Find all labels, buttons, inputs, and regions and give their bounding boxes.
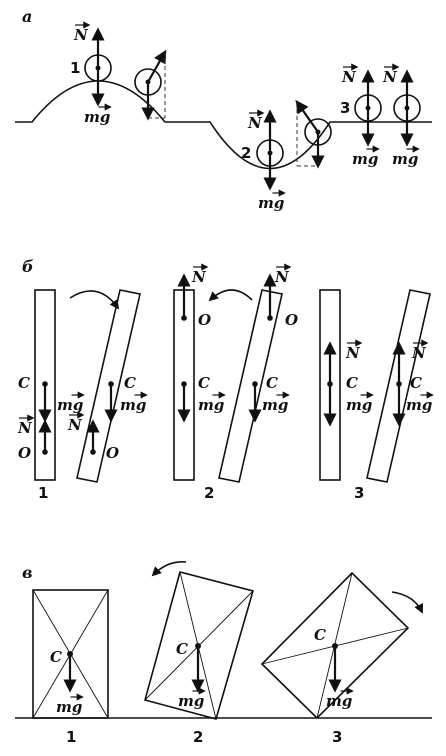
panel-b: б C mg N O C mg N O 1 xyxy=(17,257,434,502)
label-num-2a: 2 xyxy=(241,144,251,162)
label-mg-box2: mg xyxy=(178,692,204,710)
label-num-1a: 1 xyxy=(70,59,80,77)
label-mg-3-left: mg xyxy=(352,150,378,168)
ball-valley-slope xyxy=(295,99,332,169)
label-num-3v: 3 xyxy=(332,728,342,746)
rod-3-vertical xyxy=(319,289,341,481)
section-label-v: в xyxy=(22,563,33,582)
label-O-rod2-tilt: O xyxy=(285,311,298,329)
ball-1-top-of-hill: N mg 1 xyxy=(70,21,112,126)
label-N-rod1: N xyxy=(17,419,33,437)
box-2-tilted: C mg 2 xyxy=(144,560,254,746)
label-num-1v: 1 xyxy=(66,728,76,746)
section-label-b: б xyxy=(22,257,34,276)
label-num-2v: 2 xyxy=(193,728,203,746)
label-mg-rod2-tilt: mg xyxy=(262,396,288,414)
label-N-1: N xyxy=(73,26,89,44)
box-1-upright: C mg 1 xyxy=(32,589,109,746)
rod-1-tilted xyxy=(76,289,141,483)
label-num-3a: 3 xyxy=(340,99,350,117)
balls-3-flat: N mg 3 N mg xyxy=(340,63,421,168)
label-O-rod2: O xyxy=(198,311,211,329)
label-mg-rod1: mg xyxy=(57,396,83,414)
label-C-rod2-tilt: C xyxy=(266,374,278,392)
label-N-2: N xyxy=(247,114,263,132)
label-N-3-right: N xyxy=(382,68,398,86)
panel-a: а N mg 1 N mg xyxy=(15,7,432,212)
ball-2-valley-bottom: N mg 2 xyxy=(241,109,286,212)
panel-v: в C mg 1 C mg 2 xyxy=(15,560,432,746)
label-C-rod3: C xyxy=(346,374,358,392)
rotation-arrow-box3 xyxy=(391,591,424,614)
label-N-rod2-tilt: N xyxy=(274,268,290,286)
label-C-rod1: C xyxy=(18,374,30,392)
label-mg-3-right: mg xyxy=(392,150,418,168)
label-N-rod3: N xyxy=(345,344,361,362)
rod-case-2: N O C mg N O C mg 2 xyxy=(173,263,298,502)
label-C-rod2: C xyxy=(198,374,210,392)
label-C-rod1-tilt: C xyxy=(124,374,136,392)
rotation-arrow-1 xyxy=(69,290,120,310)
label-mg-rod3-tilt: mg xyxy=(406,396,432,414)
label-mg-rod2: mg xyxy=(198,396,224,414)
label-C-box3: C xyxy=(314,626,326,644)
label-num-1b: 1 xyxy=(38,484,48,502)
label-mg-box1: mg xyxy=(56,698,82,716)
ball-hill-slope xyxy=(134,49,167,121)
label-num-3b: 3 xyxy=(354,484,364,502)
label-mg-1: mg xyxy=(84,108,110,126)
section-label-a: а xyxy=(22,7,32,26)
vector-N-slope-valley xyxy=(295,99,319,133)
label-mg-rod1-tilt: mg xyxy=(120,396,146,414)
box-1 xyxy=(32,589,109,719)
rod-3-tilted xyxy=(366,289,431,483)
label-mg-rod3: mg xyxy=(346,396,372,414)
rod-case-3: N C mg N C mg 3 xyxy=(319,289,434,502)
label-O-rod1: O xyxy=(18,444,31,462)
rotation-arrow-box2 xyxy=(151,560,187,577)
label-C-rod3-tilt: C xyxy=(410,374,422,392)
label-N-rod1-tilt: N xyxy=(67,416,83,434)
rod-case-1: C mg N O C mg N O 1 xyxy=(17,289,148,502)
label-C-box2: C xyxy=(176,640,188,658)
label-N-rod3-tilt: N xyxy=(411,344,427,362)
label-C-box1: C xyxy=(50,648,62,666)
label-mg-box3: mg xyxy=(326,692,352,710)
rod-2-tilted xyxy=(218,289,283,483)
label-num-2b: 2 xyxy=(204,484,214,502)
label-O-rod1-tilt: O xyxy=(106,444,119,462)
rod-1-vertical xyxy=(34,289,56,481)
label-N-3-left: N xyxy=(341,68,357,86)
label-mg-2: mg xyxy=(258,194,284,212)
label-N-rod2: N xyxy=(191,268,207,286)
box-3-tipping: C mg 3 xyxy=(260,571,424,746)
rotation-arrow-2 xyxy=(208,289,253,302)
vector-N-slope-hill xyxy=(147,49,167,83)
